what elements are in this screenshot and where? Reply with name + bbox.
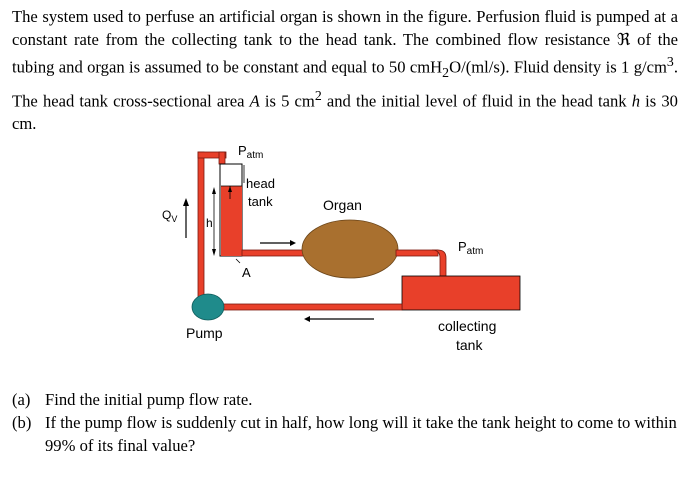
head-tank — [219, 163, 243, 257]
h-label: h — [206, 216, 213, 230]
question-a: (a) Find the initial pump flow rate. — [12, 388, 678, 411]
resistance-symbol: ℜ — [616, 29, 631, 49]
question-number: (a) — [12, 390, 31, 409]
head-tank-label-line2: tank — [248, 194, 273, 209]
a-leader — [235, 258, 241, 264]
organ-shape — [301, 219, 399, 279]
collecting-tank — [401, 275, 521, 311]
drain-tube — [395, 249, 447, 277]
pump-shape — [191, 293, 225, 321]
a-label: A — [242, 265, 251, 280]
question-b: (b) If the pump flow is suddenly cut in … — [12, 411, 678, 457]
collecting-tank-label-line1: collecting — [438, 318, 496, 334]
outlet-tube — [241, 249, 307, 257]
problem-statement: The system used to perfuse an artificial… — [12, 7, 678, 133]
patm-right-label: Patm — [458, 239, 483, 257]
question-text: Find the initial pump flow rate. — [45, 390, 253, 409]
qv-arrow — [183, 198, 189, 238]
questions-list: (a) Find the initial pump flow rate. (b)… — [12, 388, 678, 457]
collecting-tank-label-line2: tank — [456, 337, 483, 353]
question-number: (b) — [12, 413, 32, 432]
flow-arrow-left — [304, 316, 374, 322]
h-dimension — [212, 186, 232, 256]
pump-label: Pump — [186, 325, 223, 341]
question-text: If the pump flow is suddenly cut in half… — [45, 413, 677, 455]
head-tank-label-line1: head — [246, 176, 275, 191]
patm-top-label: Patm — [238, 143, 263, 161]
qv-label: QV — [162, 208, 177, 224]
flow-arrow-right — [260, 240, 296, 246]
return-tube — [203, 303, 403, 311]
organ-label: Organ — [323, 197, 362, 213]
